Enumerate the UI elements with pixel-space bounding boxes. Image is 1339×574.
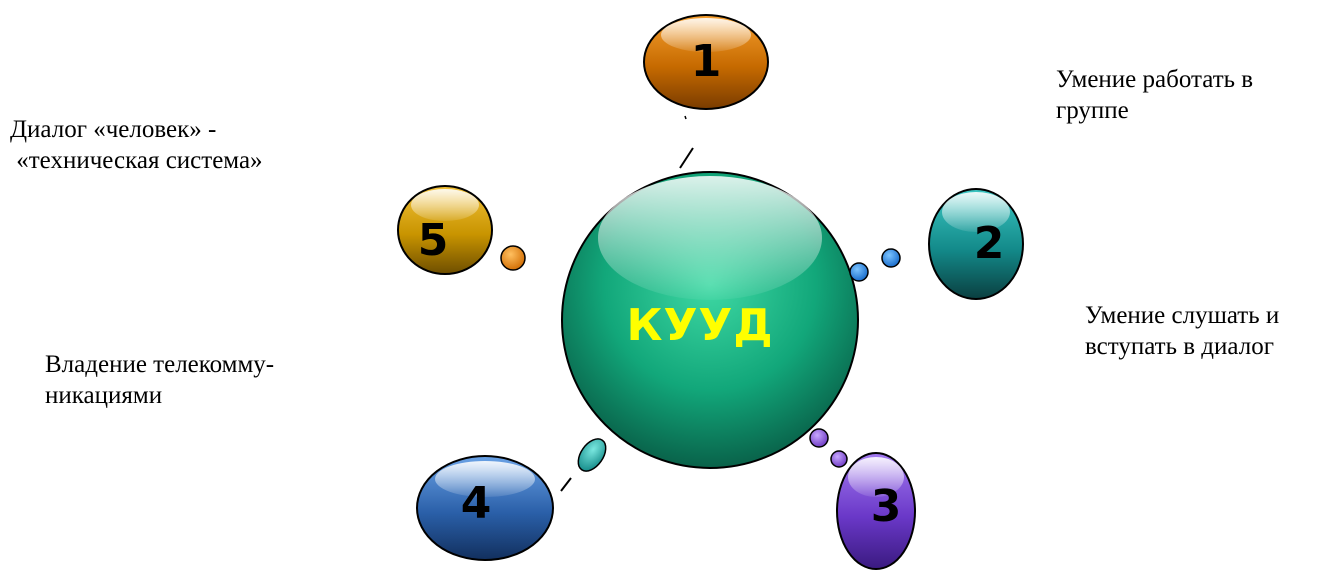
- node-5-highlight: [411, 189, 479, 221]
- node-3: 3: [836, 452, 916, 570]
- dot-3a: [809, 428, 829, 448]
- dot-3b: [830, 450, 848, 468]
- center-label: КУУД: [627, 300, 774, 351]
- connector-1: [679, 147, 694, 169]
- connector-4: [560, 477, 572, 492]
- node-1: 1: [643, 14, 769, 110]
- center-node: КУУД: [561, 171, 859, 469]
- caption-node-5: Диалог «человек» - «техническая система»: [10, 116, 263, 174]
- node-3-highlight: [848, 457, 904, 497]
- caption-node-1: Умение работать в группе: [1056, 66, 1254, 124]
- connector-1-tick: [684, 115, 687, 120]
- node-5-number: 5: [418, 215, 449, 266]
- dot-2a: [849, 262, 869, 282]
- node-4-number: 4: [461, 478, 492, 529]
- center-sphere-highlight: [598, 176, 822, 300]
- node-1-number: 1: [691, 36, 722, 87]
- caption-node-2: Умение слушать и вступать в диалог: [1085, 302, 1280, 360]
- dot-2b: [881, 248, 901, 268]
- node-3-number: 3: [871, 481, 902, 532]
- node-2: 2: [928, 188, 1024, 300]
- caption-node-4: Владение телекомму- никациями: [45, 351, 275, 409]
- dot-4: [577, 438, 607, 472]
- dot-5: [500, 245, 526, 271]
- node-1-highlight: [661, 18, 751, 52]
- node-4-highlight: [435, 461, 535, 497]
- node-4: 4: [416, 455, 554, 561]
- node-2-highlight: [942, 192, 1010, 232]
- node-5: 5: [397, 185, 493, 275]
- node-2-number: 2: [974, 218, 1005, 269]
